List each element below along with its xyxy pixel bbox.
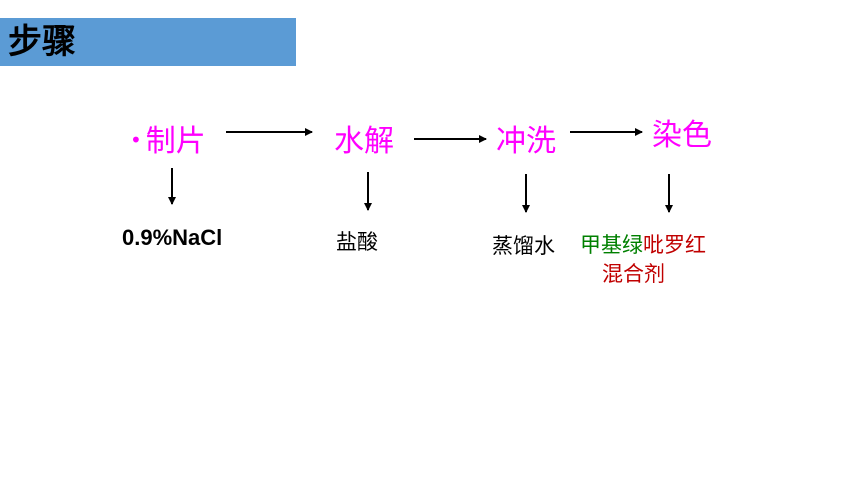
title-bar: 步骤 [0,18,296,66]
step-3-label: 冲洗 [496,124,556,159]
reagent-distilled-water: 蒸馏水 [492,234,555,258]
bullet-point: • [130,128,142,152]
step-2: 水解 [334,116,394,160]
reagent-saline: 0.9%NaCl [122,225,223,250]
reagent-mixture-label: 混合剂 [602,262,665,286]
step-2-label: 水解 [334,124,394,159]
reagent-methyl-green: 甲基绿 [580,233,643,257]
step-4: 染色 [652,110,712,154]
reagent-pyronin: 吡罗红 [643,233,706,257]
step-1-label: 制片 [145,124,206,159]
step-3: 冲洗 [496,116,556,160]
reagent-stain-mix: 甲基绿吡罗红 [580,229,706,259]
page-title: 步骤 [8,22,76,62]
step-1: •制片 [130,116,206,160]
reagent-hcl: 盐酸 [336,230,378,254]
step-4-label: 染色 [652,118,712,153]
